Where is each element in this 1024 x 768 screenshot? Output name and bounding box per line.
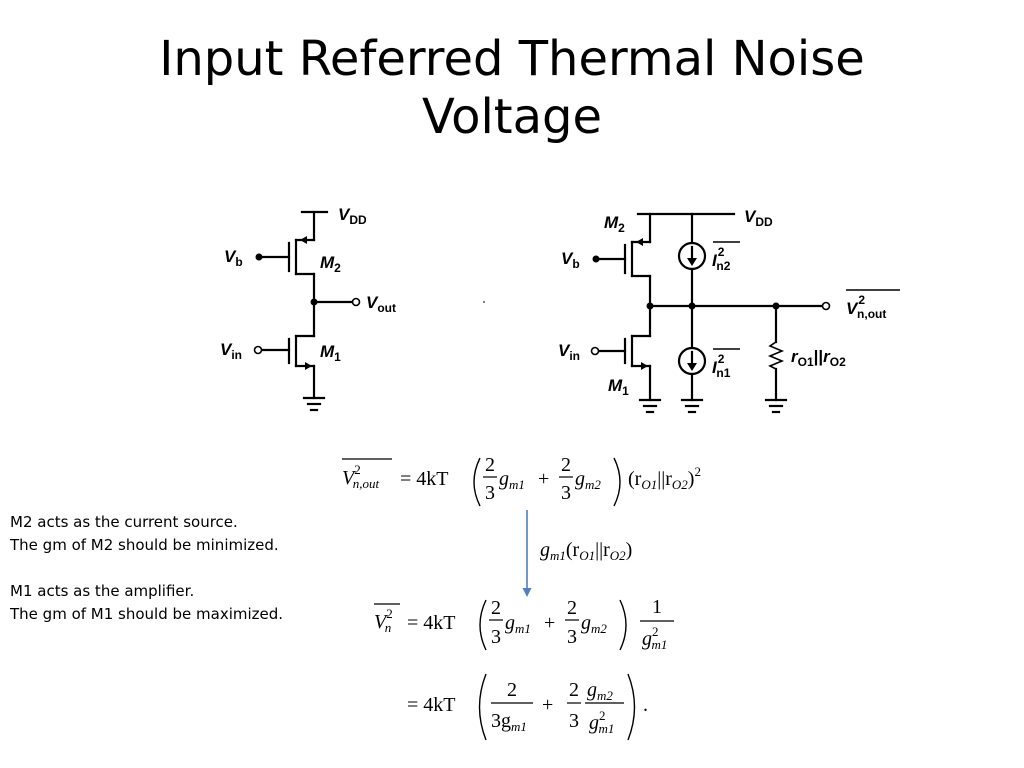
eq3-num-gm2: gm2 bbox=[587, 679, 613, 703]
eq1-frac1-num: 2 bbox=[485, 454, 495, 476]
eq1-gm1: gm1 bbox=[499, 468, 525, 492]
eq1-rout-squared: (rO1||rO2)2 bbox=[628, 464, 701, 492]
title-line-2: Voltage bbox=[421, 89, 603, 145]
gain-expression: gm1(rO1||rO2) bbox=[540, 539, 632, 563]
right-vin-terminal bbox=[590, 346, 600, 356]
left-vin-label: Vin bbox=[220, 340, 242, 362]
svg-text:V2n,out: V2n,out bbox=[846, 293, 886, 321]
right-vdd-label: VDD bbox=[744, 207, 773, 229]
left-m2-label: M2 bbox=[320, 253, 341, 275]
circuit-right bbox=[590, 212, 831, 414]
right-vb-node bbox=[592, 255, 600, 263]
eq2-gm1: gm1 bbox=[505, 612, 531, 636]
right-m1-transistor bbox=[597, 334, 652, 370]
eq3-frac1-den: 3gm1 bbox=[491, 710, 527, 734]
left-m1-transistor bbox=[260, 334, 316, 370]
left-ground-icon bbox=[302, 396, 326, 412]
left-vb-node bbox=[255, 253, 263, 261]
notes-text: M2 acts as the current source. The gm of… bbox=[10, 511, 370, 626]
right-rout-label: rO1||rO2 bbox=[791, 347, 846, 369]
right-m2-label: M2 bbox=[604, 213, 625, 235]
stray-dot bbox=[483, 301, 485, 303]
eq1-gm2: gm2 bbox=[575, 468, 601, 492]
eq2-plus: + bbox=[544, 612, 555, 634]
eq3-frac1-num: 2 bbox=[507, 679, 517, 701]
note-line-1: M2 acts as the current source. bbox=[10, 513, 238, 531]
right-m2-transistor bbox=[595, 238, 652, 278]
eq2-equals: = 4kT bbox=[407, 612, 456, 634]
eq1-frac2-num: 2 bbox=[561, 454, 571, 476]
left-vdd-label: VDD bbox=[338, 205, 367, 227]
eq2-frac1-den: 3 bbox=[491, 626, 501, 648]
eq2-frac2-num: 2 bbox=[567, 597, 577, 619]
left-m2-transistor bbox=[258, 236, 316, 276]
left-vin-terminal bbox=[253, 345, 263, 355]
eq3-frac2-num: 2 bbox=[569, 679, 579, 701]
eq3-equals: = 4kT bbox=[407, 694, 456, 716]
note-line-3: M1 acts as the amplifier. bbox=[10, 582, 195, 600]
eq3-period: . bbox=[643, 694, 648, 716]
left-vout-label: Vout bbox=[366, 293, 396, 315]
right-node-a bbox=[646, 302, 654, 310]
right-vout-terminal bbox=[821, 301, 831, 311]
eq1-frac2-den: 3 bbox=[561, 482, 571, 504]
eq2-frac1-num: 2 bbox=[491, 597, 501, 619]
right-res-ground-icon bbox=[764, 398, 788, 414]
eq1-plus: + bbox=[538, 468, 549, 490]
right-vin-label: Vin bbox=[558, 341, 580, 363]
note-line-2: The gm of M2 should be minimized. bbox=[10, 536, 279, 554]
eq2-gm2: gm2 bbox=[581, 612, 607, 636]
right-in1-source-icon bbox=[677, 346, 707, 376]
down-arrow-icon bbox=[522, 510, 532, 597]
eq1-frac1-den: 3 bbox=[485, 482, 495, 504]
eq2-frac2-den: 3 bbox=[567, 626, 577, 648]
left-vb-label: Vb bbox=[224, 247, 243, 269]
eq1-equals: = 4kT bbox=[400, 468, 449, 490]
right-resistor-icon bbox=[767, 340, 785, 371]
left-vout-terminal bbox=[351, 297, 361, 307]
eq3-plus: + bbox=[542, 694, 553, 716]
right-in2-source-icon bbox=[677, 241, 707, 271]
note-line-4: The gm of M1 should be maximized. bbox=[10, 605, 284, 623]
right-m1-ground-icon bbox=[638, 398, 662, 414]
title-line-1: Input Referred Thermal Noise bbox=[159, 31, 865, 87]
eq3-frac2-den: 3 bbox=[569, 710, 579, 732]
slide-title: Input Referred Thermal Noise Voltage bbox=[0, 30, 1024, 146]
right-m1-label: M1 bbox=[608, 376, 629, 398]
eq2-num-one: 1 bbox=[652, 596, 662, 618]
circuit-left bbox=[253, 210, 361, 412]
left-m1-label: M1 bbox=[320, 342, 341, 364]
right-in1-ground-icon bbox=[680, 398, 704, 414]
right-vb-label: Vb bbox=[561, 249, 580, 271]
